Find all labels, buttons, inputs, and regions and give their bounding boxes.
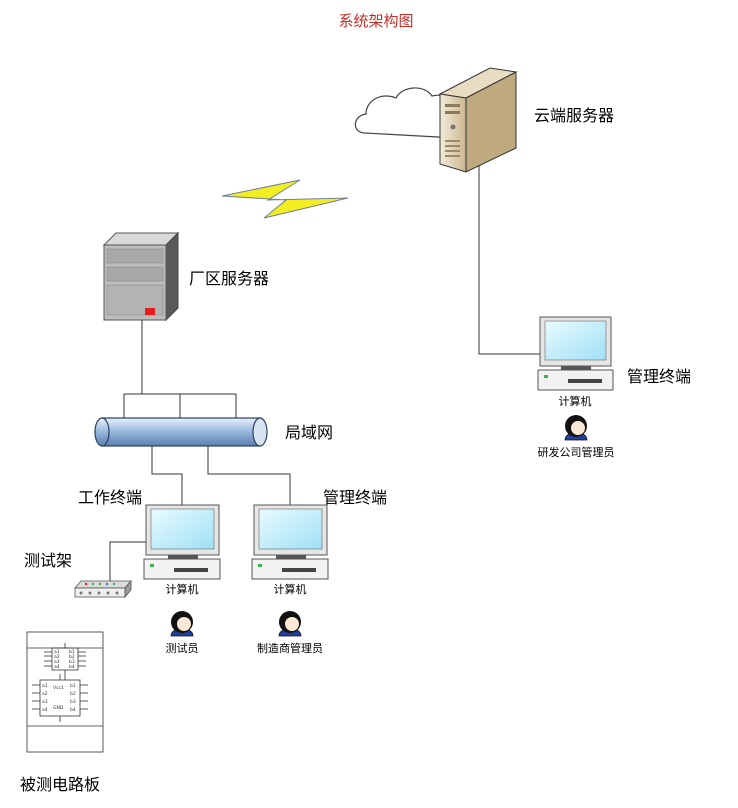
- circuit-board-icon: [26, 631, 104, 753]
- svg-text:b4: b4: [70, 707, 76, 713]
- svg-text:b1: b1: [70, 683, 76, 689]
- svg-text:a2: a2: [54, 654, 60, 660]
- svg-text:b1: b1: [69, 649, 75, 655]
- svg-text:Vcc1: Vcc1: [53, 685, 64, 691]
- work-terminal-label: 工作终端: [78, 488, 142, 507]
- cloud-server-icon: [354, 67, 518, 173]
- svg-text:a3: a3: [54, 659, 60, 665]
- svg-text:b4: b4: [69, 664, 75, 670]
- server-tower-icon: [102, 231, 180, 322]
- manufacturer-admin-user-icon: [278, 611, 302, 637]
- work-computer-icon: [143, 504, 221, 580]
- svg-text:a4: a4: [42, 707, 48, 713]
- svg-text:a1: a1: [42, 683, 48, 689]
- mgmt-computer-remote-label: 计算机: [559, 394, 592, 408]
- svg-text:a3: a3: [42, 699, 48, 705]
- rd-admin-user-icon: [564, 415, 588, 441]
- svg-text:a2: a2: [42, 691, 48, 697]
- mgmt-computer-remote-icon: [537, 316, 614, 391]
- tester-label: 测试员: [166, 642, 199, 655]
- diagram-title: 系统架构图: [338, 12, 413, 30]
- tester-user-icon: [170, 611, 194, 637]
- svg-text:a4: a4: [54, 664, 60, 670]
- network-bus-icon: [94, 417, 268, 447]
- mgmt-computer-local-icon: [251, 504, 329, 580]
- svg-text:b3: b3: [69, 659, 75, 665]
- lan-label: 局域网: [285, 423, 333, 442]
- svg-text:a1: a1: [54, 649, 60, 655]
- test-rack-label: 测试架: [24, 551, 72, 570]
- cloud-server-label: 云端服务器: [534, 106, 614, 125]
- svg-text:b3: b3: [70, 699, 76, 705]
- svg-text:GND: GND: [53, 705, 64, 711]
- svg-text:b2: b2: [69, 654, 75, 660]
- rd-admin-label: 研发公司管理员: [538, 445, 615, 459]
- work-computer-label: 计算机: [166, 582, 199, 596]
- manufacturer-admin-label: 制造商管理员: [257, 641, 323, 655]
- wireless-link-icon: [221, 179, 349, 219]
- factory-server-label: 厂区服务器: [189, 269, 269, 288]
- test-rack-icon: [74, 579, 132, 599]
- mgmt-computer-local-label: 计算机: [274, 582, 307, 596]
- mgmt-terminal-remote-label: 管理终端: [627, 367, 691, 386]
- circuit-board-label: 被测电路板: [20, 775, 100, 794]
- mgmt-terminal-local-label: 管理终端: [323, 488, 387, 507]
- connection-lines: [109, 166, 540, 581]
- svg-text:b2: b2: [70, 691, 76, 697]
